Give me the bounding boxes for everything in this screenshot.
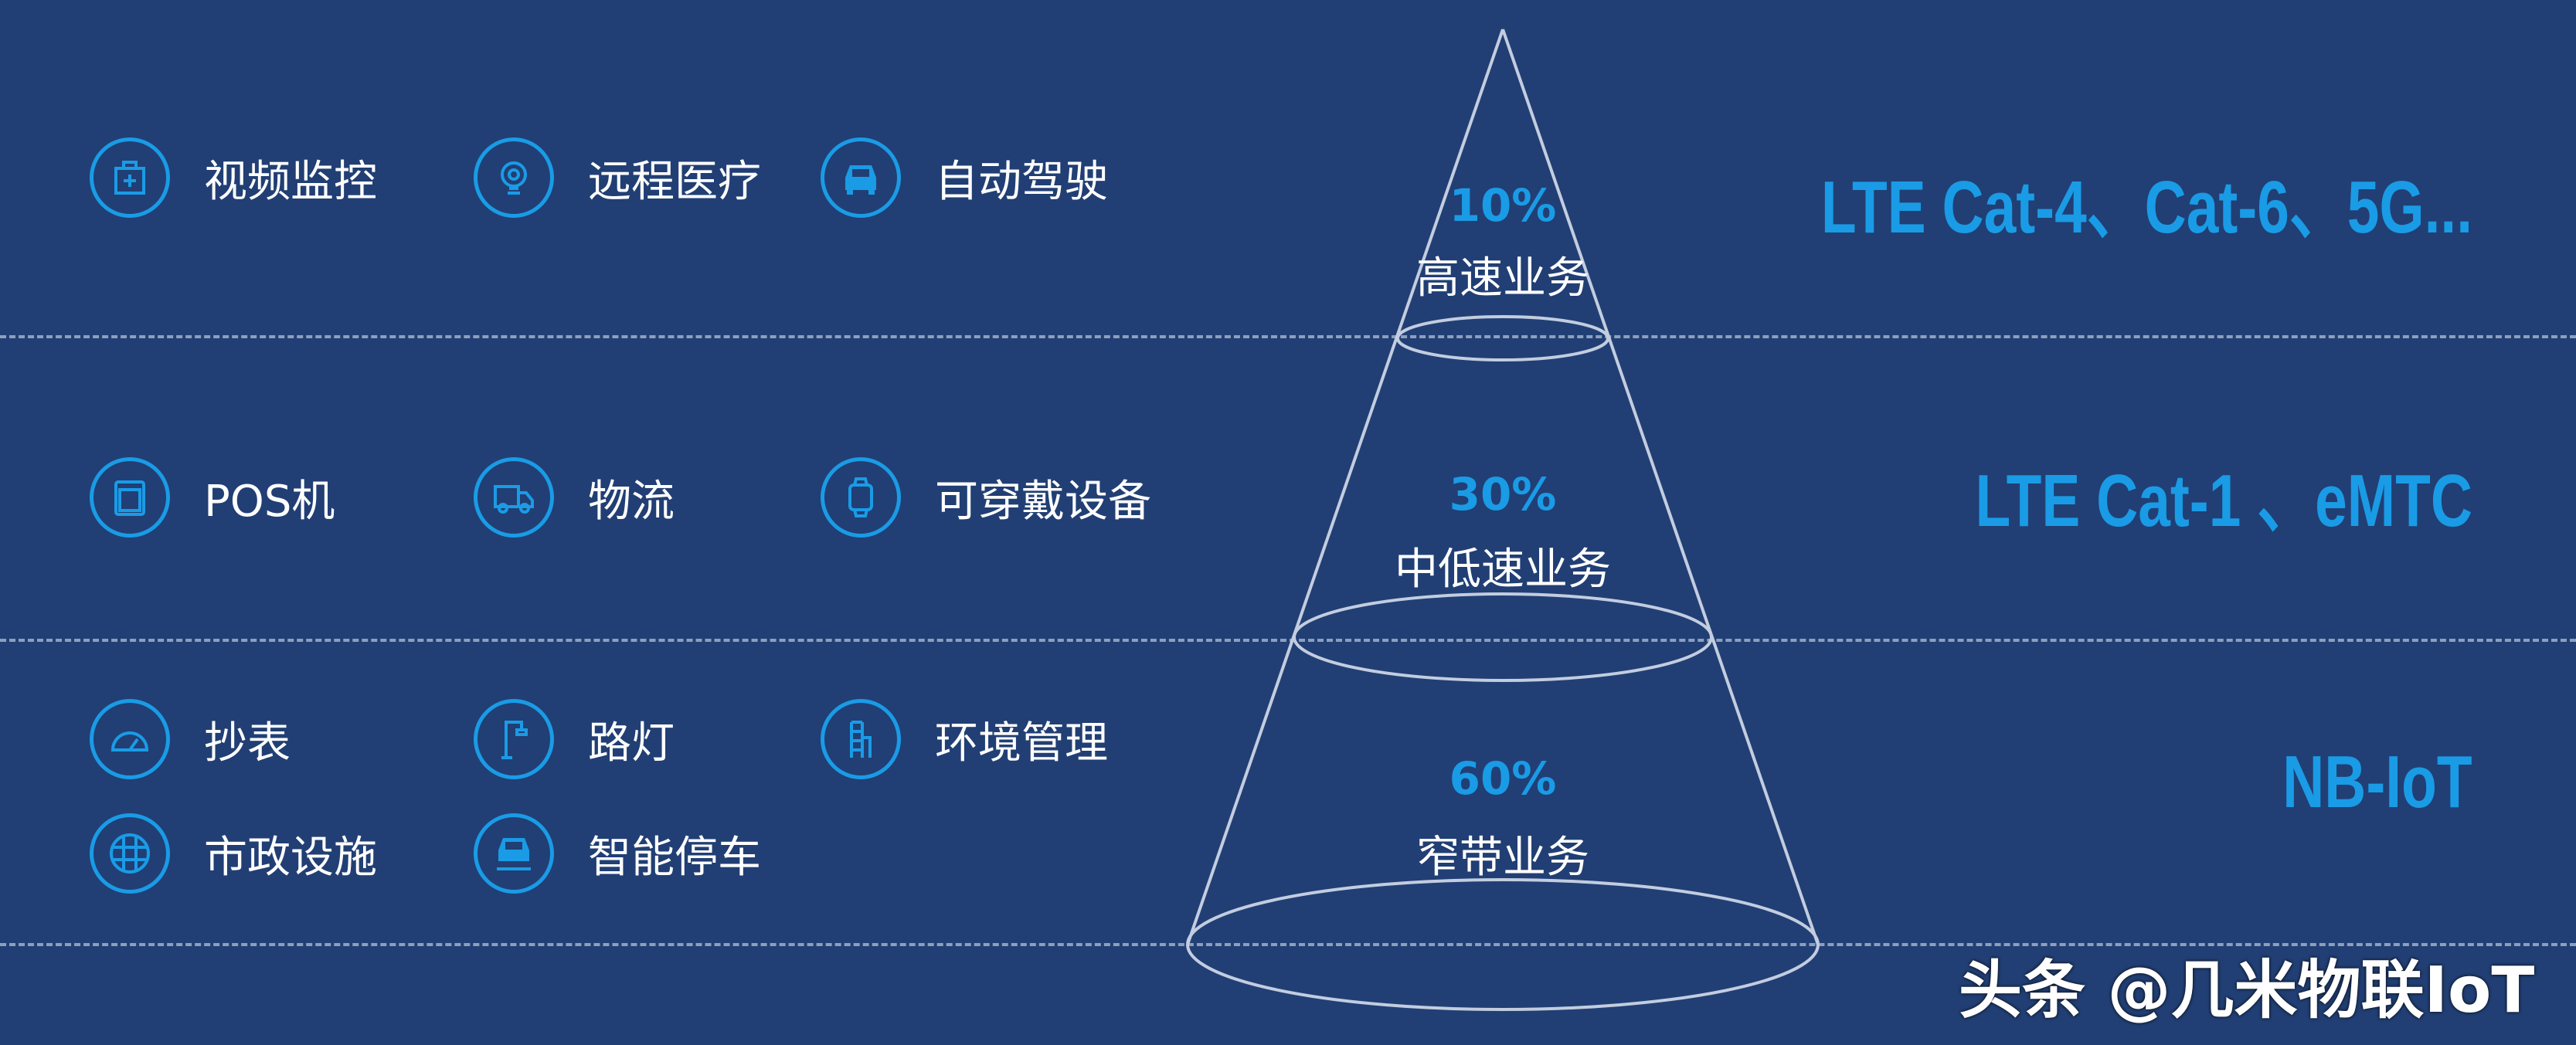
app-item: 市政设施 [90, 813, 377, 894]
tier-percent: 60% [1449, 752, 1557, 805]
tier-divider [0, 943, 2576, 946]
watermark: 头条 @几米物联IoT [1959, 954, 2535, 1027]
truck-icon [474, 457, 554, 538]
meter-gauge-icon [90, 699, 170, 779]
app-label: 自动驾驶 [935, 156, 1108, 207]
app-item: POS机 [90, 457, 335, 538]
tier-divider [0, 335, 2576, 338]
app-item: 视频监控 [90, 137, 377, 218]
app-item: 可穿戴设备 [821, 457, 1151, 538]
app-item: 物流 [474, 457, 675, 538]
smartwatch-icon [821, 457, 901, 538]
tier-percent: 10% [1449, 179, 1557, 232]
app-item: 路灯 [474, 699, 675, 779]
app-label: 市政设施 [204, 832, 377, 883]
medical-kit-icon [90, 137, 170, 218]
tier-service: 高速业务 [1416, 253, 1589, 304]
cone-ring-bottom [1186, 878, 1820, 1011]
app-label: 抄表 [204, 718, 291, 768]
webcam-icon [474, 137, 554, 218]
app-label: 物流 [588, 476, 675, 527]
parking-car-icon [474, 813, 554, 894]
tier-service: 中低速业务 [1395, 545, 1611, 595]
app-label: 视频监控 [204, 156, 377, 207]
app-label: POS机 [204, 476, 335, 527]
app-item: 环境管理 [821, 699, 1108, 779]
tier-technology: LTE Cat-4、Cat-6、5G... [1820, 166, 2472, 249]
pos-terminal-icon [90, 457, 170, 538]
street-lamp-icon [474, 699, 554, 779]
building-icon [821, 699, 901, 779]
app-label: 远程医疗 [588, 156, 761, 207]
tier-divider [0, 639, 2576, 642]
app-label: 可穿戴设备 [935, 476, 1151, 527]
app-label: 智能停车 [588, 832, 761, 883]
cone-ring-top [1396, 315, 1609, 361]
tier-technology: NB-IoT [2282, 741, 2472, 823]
app-item: 智能停车 [474, 813, 761, 894]
app-item: 抄表 [90, 699, 291, 779]
globe-grid-icon [90, 813, 170, 894]
cone-edge-right [1501, 29, 1820, 945]
cone-edge-left [1186, 29, 1504, 945]
tier-percent: 30% [1449, 468, 1557, 521]
app-label: 路灯 [588, 718, 675, 768]
tier-service: 窄带业务 [1416, 833, 1589, 883]
app-item: 远程医疗 [474, 137, 761, 218]
car-icon [821, 137, 901, 218]
app-item: 自动驾驶 [821, 137, 1108, 218]
cone-ring-middle [1293, 592, 1713, 682]
tier-technology: LTE Cat-1 、eMTC [1975, 460, 2472, 542]
app-label: 环境管理 [935, 718, 1108, 768]
